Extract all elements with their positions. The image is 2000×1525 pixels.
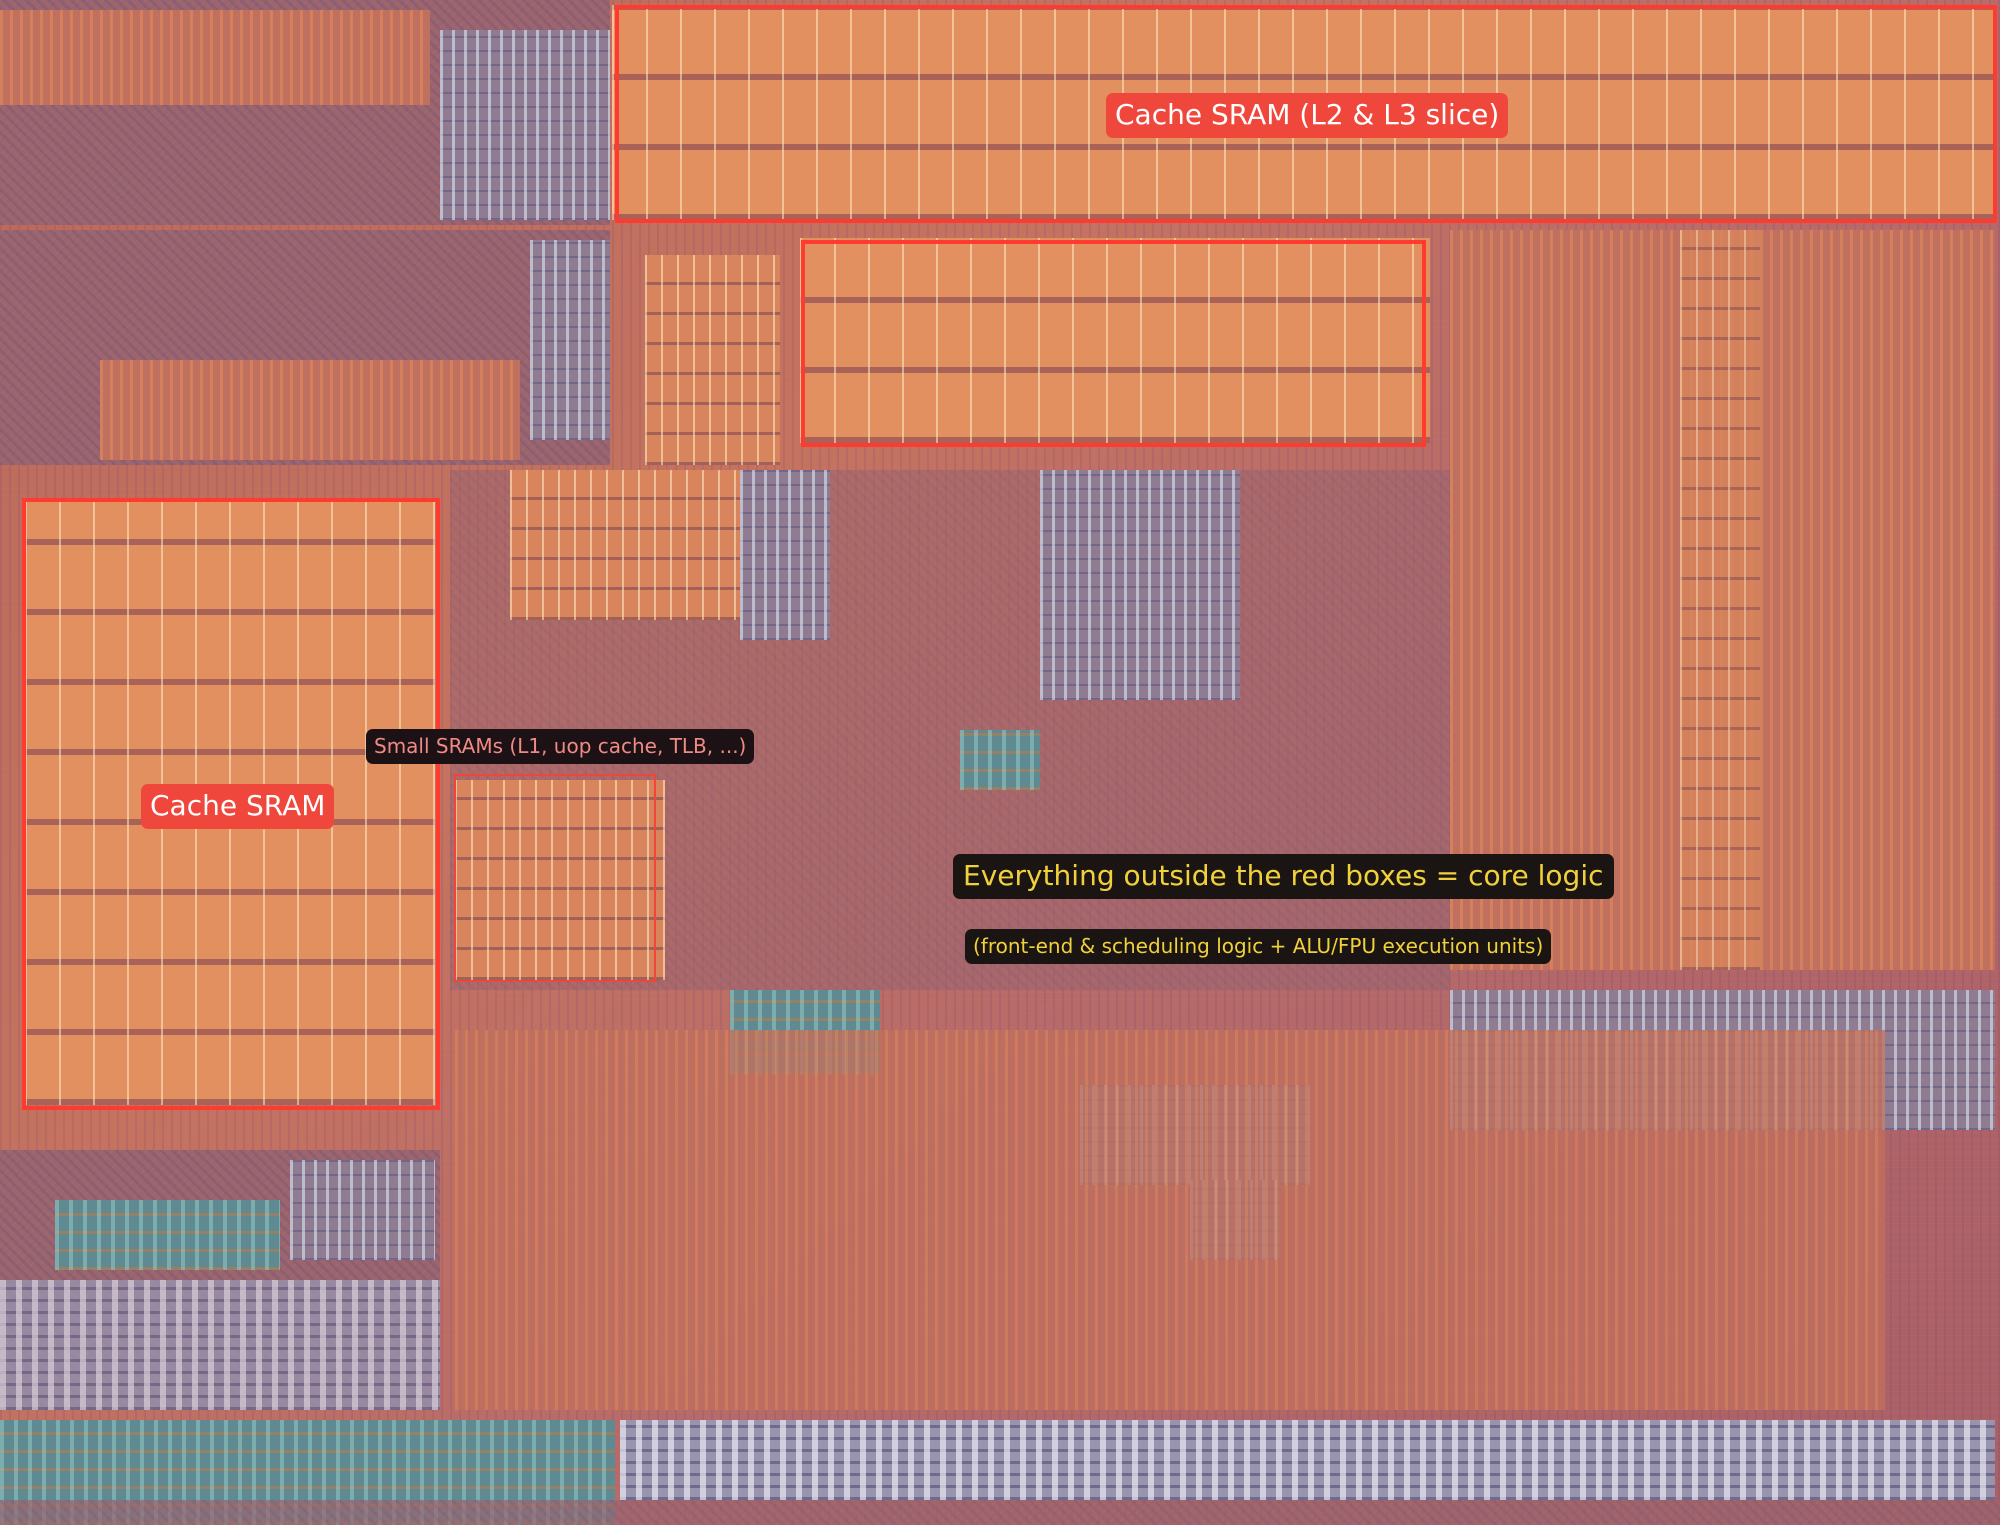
small-srams-label: Small SRAMs (L1, uop cache, TLB, ...) — [366, 729, 755, 764]
die-block — [290, 1160, 435, 1260]
die-block — [645, 255, 780, 465]
cache-mid-highlight-box — [801, 240, 1426, 447]
die-block — [620, 1420, 1995, 1500]
die-block — [55, 1200, 280, 1270]
cache-l2-l3-label: Cache SRAM (L2 & L3 slice) — [1106, 93, 1509, 138]
core-logic-detail-label: (front-end & scheduling logic + ALU/FPU … — [965, 929, 1552, 964]
cache-left-highlight-box — [22, 498, 440, 1110]
die-block — [455, 1030, 1885, 1410]
small-srams-highlight-box — [454, 774, 656, 982]
die-block — [0, 10, 430, 105]
core-logic-label: Everything outside the red boxes = core … — [953, 854, 1614, 899]
die-block — [25, 500, 435, 1105]
die-block — [440, 30, 610, 220]
die-block — [0, 1500, 2000, 1525]
die-block — [530, 240, 610, 440]
die-block — [1680, 230, 1760, 970]
die-block — [510, 470, 750, 620]
die-block — [800, 238, 1430, 443]
cache-left-label: Cache SRAM — [141, 784, 335, 829]
die-block — [960, 730, 1040, 790]
cache-l2-l3-highlight-box — [615, 5, 1997, 223]
die-block — [740, 470, 830, 640]
die-block — [100, 360, 520, 460]
die-block — [455, 780, 665, 980]
die-block — [1040, 470, 1240, 700]
die-block — [0, 1280, 440, 1410]
